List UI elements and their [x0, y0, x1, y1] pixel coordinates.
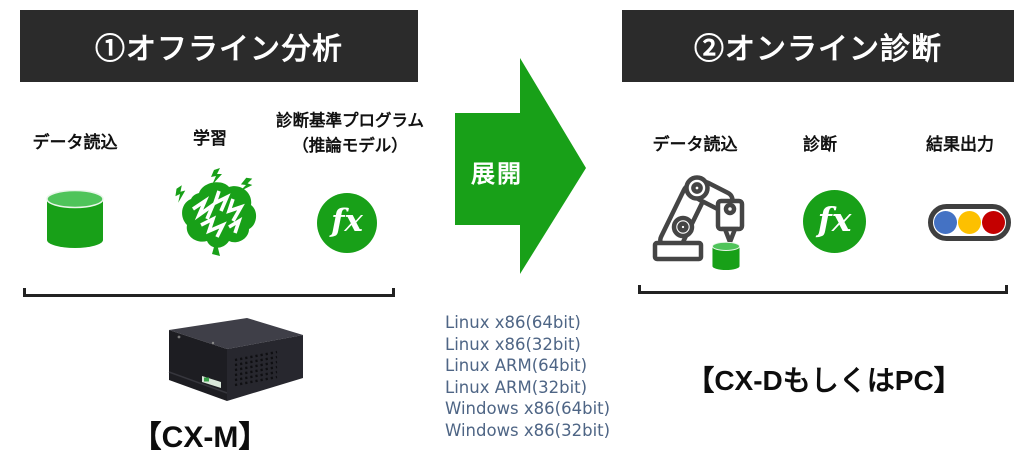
platform-item: Linux x86(64bit) — [445, 313, 581, 332]
label-data-load-left: データ読込 — [32, 133, 118, 152]
brain-learning-icon — [175, 168, 257, 256]
fx-glyph: fx — [331, 203, 363, 239]
database-cylinder-icon — [46, 190, 104, 248]
label-result-output: 結果出力 — [926, 135, 994, 154]
fx-glyph: fx — [817, 200, 852, 239]
cx-m-device-label: 【CX-M】 — [131, 421, 269, 454]
cx-m-device-image — [168, 318, 303, 401]
label-learning: 学習 — [193, 129, 227, 148]
fx-function-icon: fx — [803, 190, 866, 253]
platform-item: Windows x86(64bit) — [445, 399, 611, 418]
label-diagnostic-program: 診断基準プログラム （推論モデル） — [260, 109, 440, 159]
robot-arm-icon — [652, 175, 745, 262]
platform-item: Windows x86(32bit) — [445, 420, 611, 440]
offline-analysis-header: ①オフライン分析 — [20, 10, 418, 82]
online-diagnosis-header: ②オンライン診断 — [622, 10, 1014, 82]
deploy-arrow-label: 展開 — [471, 161, 523, 188]
platform-item: Linux x86(32bit) — [445, 334, 581, 354]
traffic-light-icon — [928, 204, 1011, 241]
online-diagnosis-title: ②オンライン診断 — [694, 33, 942, 66]
left-group-bracket — [23, 288, 395, 297]
cx-d-device-label: 【CX-DもしくはPC】 — [686, 365, 962, 396]
platform-item: Linux ARM(64bit) — [445, 356, 588, 375]
label-diagnostic-program-line1: 診断基準プログラム — [275, 112, 424, 130]
platform-item: Linux ARM(32bit) — [445, 377, 588, 397]
platform-list: Linux x86(64bit) Linux x86(32bit) Linux … — [445, 312, 645, 441]
right-group-bracket — [638, 285, 1008, 294]
label-data-load-right: データ読込 — [652, 135, 738, 154]
yellow-lamp — [958, 211, 981, 234]
blue-lamp — [934, 211, 957, 234]
deploy-arrow — [455, 58, 586, 274]
workpiece-cylinder-icon — [711, 242, 741, 271]
fx-function-icon: fx — [317, 193, 377, 253]
label-diagnosis: 診断 — [803, 135, 837, 154]
offline-analysis-title: ①オフライン分析 — [95, 33, 343, 66]
label-diagnostic-program-line2: （推論モデル） — [292, 136, 408, 155]
red-lamp — [982, 211, 1005, 234]
